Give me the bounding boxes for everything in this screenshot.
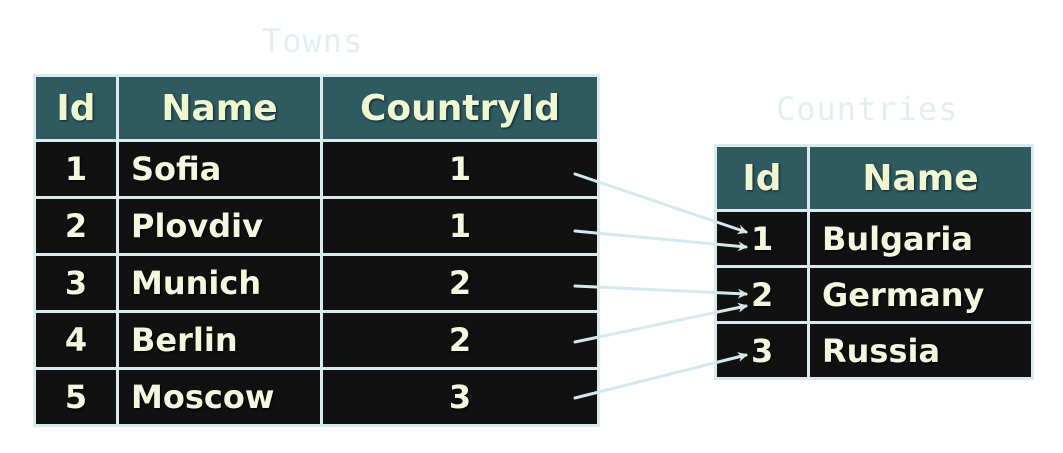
fk-arrow-moscow xyxy=(573,352,748,400)
table-row: 3 Russia xyxy=(717,324,1031,377)
town-name-cell: Moscow xyxy=(119,370,320,424)
towns-header-countryid: CountryId xyxy=(323,77,597,139)
town-name-cell: Sofia xyxy=(119,142,320,196)
country-name-cell: Russia xyxy=(810,324,1031,377)
towns-header-name: Name xyxy=(119,77,320,139)
town-countryid-cell: 1 xyxy=(323,199,597,253)
town-id-cell: 4 xyxy=(36,313,116,367)
countries-header-id: Id xyxy=(717,147,807,209)
town-id-cell: 5 xyxy=(36,370,116,424)
table-row: 1 Sofia 1 xyxy=(36,142,597,196)
town-countryid-cell: 2 xyxy=(323,256,597,310)
countries-header-row: Id Name xyxy=(717,147,1031,209)
table-row: 1 Bulgaria xyxy=(717,212,1031,265)
town-id-cell: 3 xyxy=(36,256,116,310)
countries-table: Id Name 1 Bulgaria 2 Germany 3 Russia xyxy=(714,144,1034,380)
fk-arrow-munich xyxy=(573,284,748,299)
fk-arrow-berlin xyxy=(573,302,748,344)
country-name-cell: Bulgaria xyxy=(810,212,1031,265)
town-countryid-cell: 3 xyxy=(323,370,597,424)
fk-arrow-plovdiv xyxy=(573,229,748,252)
table-row: 2 Plovdiv 1 xyxy=(36,199,597,253)
countries-header-name: Name xyxy=(810,147,1031,209)
countries-table-caption: Countries xyxy=(776,90,959,128)
town-name-cell: Munich xyxy=(119,256,320,310)
towns-header-id: Id xyxy=(36,77,116,139)
table-row: 2 Germany xyxy=(717,268,1031,321)
towns-table: Id Name CountryId 1 Sofia 1 2 Plovdiv 1 … xyxy=(33,74,600,427)
towns-table-caption: Towns xyxy=(262,22,364,60)
table-row: 5 Moscow 3 xyxy=(36,370,597,424)
towns-header-row: Id Name CountryId xyxy=(36,77,597,139)
table-row: 3 Munich 2 xyxy=(36,256,597,310)
country-id-cell: 1 xyxy=(717,212,807,265)
town-name-cell: Berlin xyxy=(119,313,320,367)
town-name-cell: Plovdiv xyxy=(119,199,320,253)
country-id-cell: 3 xyxy=(717,324,807,377)
town-id-cell: 1 xyxy=(36,142,116,196)
fk-arrow-sofia xyxy=(573,172,748,235)
town-countryid-cell: 2 xyxy=(323,313,597,367)
table-row: 4 Berlin 2 xyxy=(36,313,597,367)
town-countryid-cell: 1 xyxy=(323,142,597,196)
town-id-cell: 2 xyxy=(36,199,116,253)
country-name-cell: Germany xyxy=(810,268,1031,321)
